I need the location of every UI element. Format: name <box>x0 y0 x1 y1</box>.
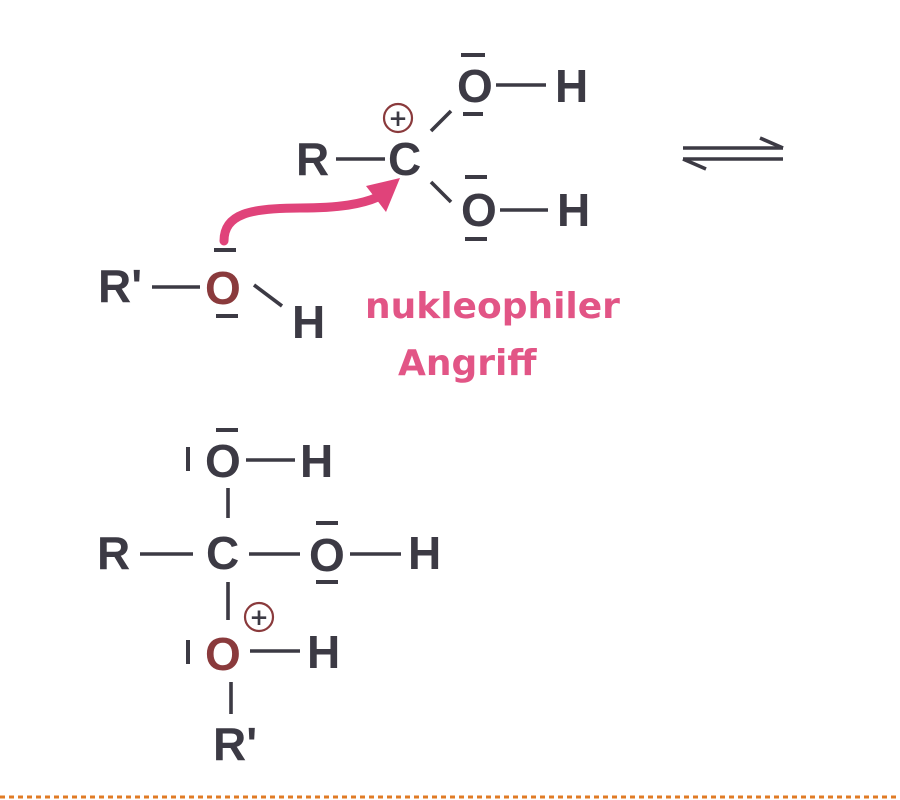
atom-o-oxonium: O <box>205 628 241 680</box>
atom-c-cation: C <box>388 133 421 185</box>
charge-plus: + <box>249 605 268 631</box>
positive-charge: + <box>243 601 275 633</box>
atom-r: R <box>97 527 130 579</box>
atom-r-prime: R' <box>213 718 257 770</box>
atom-r-prime: R' <box>98 260 142 312</box>
annotation-line-1: nukleophiler <box>365 286 620 327</box>
bond-c-o-top <box>429 109 453 133</box>
attack-arrow-head <box>366 178 400 212</box>
bond-o-h <box>252 283 284 308</box>
attack-arrow-curve <box>219 192 383 246</box>
charge-ring <box>382 102 414 134</box>
atom-h: H <box>292 296 325 348</box>
atom-o: O <box>309 529 345 581</box>
bond-c-o-bottom <box>429 180 453 204</box>
atom-o: O <box>205 435 241 487</box>
atom-h: H <box>555 60 588 112</box>
positive-charge: + <box>382 102 414 134</box>
alcohol-nucleophile: R' O H <box>98 248 325 348</box>
atom-o-nucleophile: O <box>205 262 241 314</box>
protonated-carbonyl: R C + O H O H <box>296 53 590 241</box>
atom-o: O <box>461 184 497 236</box>
annotation-line-2: Angriff <box>398 343 537 384</box>
forward-arrow-head <box>759 136 784 150</box>
charge-ring <box>243 601 275 633</box>
atom-h: H <box>307 626 340 678</box>
atom-c: C <box>206 527 239 579</box>
reverse-arrow-head <box>682 157 707 171</box>
charge-plus: + <box>388 106 407 132</box>
atom-h: H <box>408 527 441 579</box>
atom-h: H <box>557 184 590 236</box>
equilibrium-arrow <box>682 136 784 171</box>
tetrahedral-intermediate: O H R C O H O + H R' <box>97 428 441 770</box>
atom-h: H <box>300 435 333 487</box>
nucleophilic-attack-arrow <box>219 178 400 246</box>
atom-r: R <box>296 133 329 185</box>
atom-o: O <box>457 60 493 112</box>
